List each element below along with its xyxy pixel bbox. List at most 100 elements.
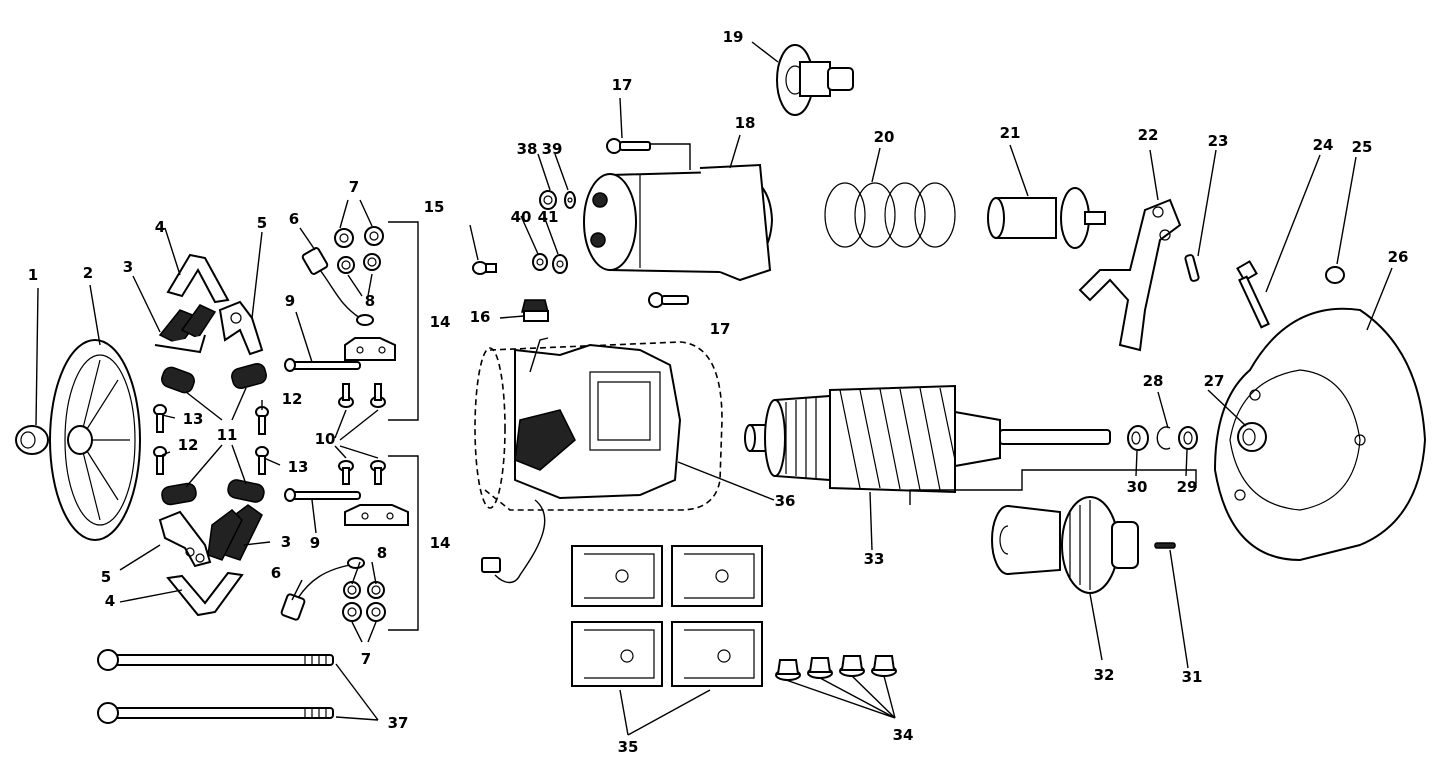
callout-15: 15 (424, 198, 445, 216)
callout-18: 18 (735, 114, 756, 132)
callout-27: 27 (1204, 372, 1225, 390)
screw-15 (472, 261, 497, 275)
callout-29: 29 (1177, 478, 1198, 496)
callout-32: 32 (1094, 666, 1115, 684)
bracket-14-lower (388, 455, 419, 631)
callout-37: 37 (388, 714, 409, 732)
washer-39 (564, 191, 576, 209)
nut-40 (532, 253, 548, 271)
screws-10 (338, 383, 386, 485)
pin-23 (1184, 254, 1200, 282)
callout-6: 6 (289, 210, 299, 228)
bushing-1 (15, 425, 49, 455)
washer-29 (1178, 426, 1198, 450)
brush-holder-3-upper (154, 304, 217, 354)
callout-10: 10 (315, 430, 336, 448)
pin-9-upper (284, 358, 361, 372)
callout-35: 35 (618, 738, 639, 756)
callout-23: 23 (1208, 132, 1229, 150)
callout-31: 31 (1182, 668, 1203, 686)
end-plate-2 (49, 339, 141, 541)
bracket-14-upper (388, 221, 419, 421)
callout-12-lower: 12 (178, 436, 199, 454)
callout-30: 30 (1127, 478, 1148, 496)
screws-12-13 (153, 404, 269, 475)
screws-17 (606, 138, 689, 308)
callout-20: 20 (874, 128, 895, 146)
callout-26: 26 (1388, 248, 1409, 266)
callout-14-lower: 14 (430, 534, 451, 552)
callout-5: 5 (257, 214, 267, 232)
brush-holder-3-lower (207, 504, 263, 561)
pole-shoe-screws-34 (775, 655, 897, 681)
spring-20 (824, 182, 956, 248)
lead-6-upper (301, 247, 374, 326)
callout-25: 25 (1352, 138, 1373, 156)
callout-8-lower: 8 (377, 544, 387, 562)
nuts-washers-7-8-upper (334, 226, 384, 274)
callout-22: 22 (1138, 126, 1159, 144)
brush-plate-5-lower (158, 510, 212, 568)
shift-lever-22 (1078, 198, 1182, 352)
callout-11: 11 (217, 426, 238, 444)
nuts-washers-7-8-lower (342, 581, 386, 622)
pin-9-lower (284, 488, 361, 502)
snap-ring-28 (1156, 426, 1171, 450)
callout-33: 33 (864, 550, 885, 568)
callout-38: 38 (517, 140, 538, 158)
lead-6-lower (280, 557, 365, 621)
terminal-bracket-lower (344, 504, 409, 526)
washer-41 (552, 254, 568, 274)
callout-3: 3 (123, 258, 133, 276)
bolt-24 (1236, 260, 1270, 329)
callout-9: 9 (285, 292, 295, 310)
spring-clip-4-upper (166, 253, 230, 304)
callout-19: 19 (723, 28, 744, 46)
callout-8: 8 (365, 292, 375, 310)
plunger-19 (776, 44, 854, 116)
callout-3-lower: 3 (281, 533, 291, 551)
callout-9-lower: 9 (310, 534, 320, 552)
leader-lines (35, 41, 1393, 736)
callout-17-lower: 17 (710, 320, 731, 338)
callout-13-lower: 13 (288, 458, 309, 476)
grommet-16 (521, 299, 549, 322)
through-bolts-37 (97, 649, 334, 724)
plug-25 (1325, 266, 1345, 284)
drive-assembly-32 (991, 496, 1139, 594)
sleeve-21 (987, 187, 1106, 249)
callout-41: 41 (538, 208, 559, 226)
callout-6-lower: 6 (271, 564, 281, 582)
spring-clip-4-lower (166, 571, 244, 617)
callout-7-lower: 7 (361, 650, 371, 668)
callout-34: 34 (893, 726, 914, 744)
callout-13: 13 (183, 410, 204, 428)
terminal-bracket-upper (344, 337, 396, 361)
bushing-27 (1237, 422, 1267, 452)
callout-4-lower: 4 (105, 592, 115, 610)
callout-39: 39 (542, 140, 563, 158)
callout-17: 17 (612, 76, 633, 94)
solenoid-18 (583, 163, 774, 282)
callout-12: 12 (282, 390, 303, 408)
callout-24: 24 (1313, 136, 1334, 154)
brushes-11 (161, 362, 267, 506)
callout-28: 28 (1143, 372, 1164, 390)
callout-36: 36 (775, 492, 796, 510)
callout-1: 1 (28, 266, 38, 284)
callout-16: 16 (470, 308, 491, 326)
callout-labels: 1 2 3 4 5 6 7 8 9 10 11 12 13 14 15 16 1… (28, 28, 1409, 756)
field-frame-36 (474, 337, 723, 584)
pole-shoes-35 (571, 545, 763, 687)
callout-4: 4 (155, 218, 165, 236)
callout-21: 21 (1000, 124, 1021, 142)
brush-plate-5-upper (218, 300, 264, 356)
callout-2: 2 (83, 264, 93, 282)
callout-40: 40 (511, 208, 532, 226)
callout-7: 7 (349, 178, 359, 196)
key-31 (1154, 542, 1176, 549)
armature-33 (744, 384, 1111, 494)
callout-14: 14 (430, 313, 451, 331)
